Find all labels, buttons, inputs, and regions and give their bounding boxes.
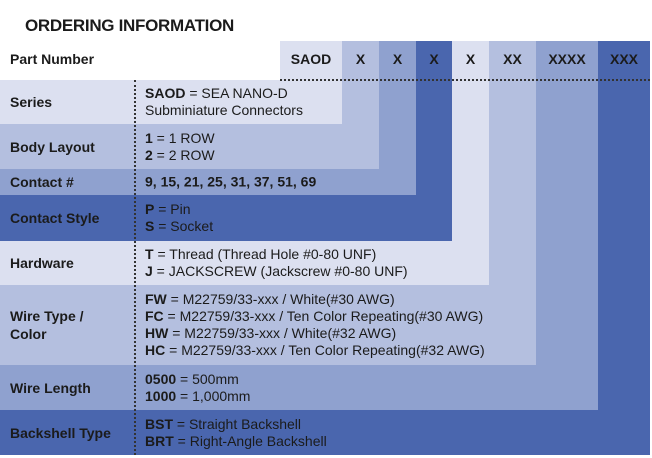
option-line: S = Socket	[145, 218, 213, 235]
part-code: XXXX	[548, 51, 586, 67]
option-line: Subminiature Connectors	[145, 102, 303, 119]
option-line: J = JACKSCREW (Jackscrew #0-80 UNF)	[145, 263, 408, 280]
option-code: 2	[145, 146, 153, 163]
option-desc: = 500mm	[176, 370, 239, 387]
row-label: Backshell Type	[10, 424, 111, 441]
option-line: P = Pin	[145, 201, 213, 218]
option-desc: = 1 ROW	[152, 129, 215, 146]
option-line: BRT = Right-Angle Backshell	[145, 433, 327, 450]
option-code: P	[145, 201, 155, 217]
part-number-label: Part Number	[10, 51, 95, 67]
option-line: BST = Straight Backshell	[145, 416, 327, 433]
option-code: HW	[145, 325, 169, 341]
option-line: T = Thread (Thread Hole #0-80 UNF)	[145, 246, 408, 263]
option-desc: = Right-Angle Backshell	[173, 432, 327, 449]
option-line: HC = M22759/33-xxx / Ten Color Repeating…	[145, 342, 485, 359]
option-code: 1000	[145, 387, 177, 404]
option-desc: = Straight Backshell	[173, 415, 302, 432]
option-desc: = M22759/33-xxx / Ten Color Repeating(#3…	[165, 342, 485, 358]
part-code: SAOD	[290, 51, 332, 67]
option-line: FW = M22759/33-xxx / White(#30 AWG)	[145, 291, 485, 308]
part-code: X	[465, 51, 476, 67]
row-options: FW = M22759/33-xxx / White(#30 AWG)FC = …	[145, 291, 485, 359]
option-code: BST	[145, 415, 173, 432]
row-label: Wire Type / Color	[10, 308, 84, 342]
option-code: FW	[145, 291, 167, 307]
option-desc: = Socket	[154, 218, 214, 234]
table-row: Wire Type / Color FW = M22759/33-xxx / Wh…	[0, 285, 536, 365]
row-label: Contact #	[10, 174, 74, 190]
row-label: Hardware	[10, 255, 74, 271]
row-label: Series	[10, 94, 53, 110]
part-code-column: XXX	[598, 41, 650, 455]
option-desc: = Thread (Thread Hole #0-80 UNF)	[153, 246, 377, 262]
option-code: SAOD	[145, 85, 186, 101]
option-desc: = Pin	[154, 201, 191, 217]
part-code: XXX	[609, 51, 638, 67]
option-desc: = SEA NANO-D	[185, 85, 288, 101]
option-line: 9, 15, 21, 25, 31, 37, 51, 69	[145, 174, 316, 191]
part-code: XX	[503, 51, 522, 67]
table-row: Hardware T = Thread (Thread Hole #0-80 UN…	[0, 241, 489, 285]
option-line: 2 = 2 ROW	[145, 147, 215, 164]
table-row: Contact # 9, 15, 21, 25, 31, 37, 51, 69	[0, 169, 416, 195]
option-code: J	[145, 263, 153, 279]
row-label: Wire Length	[10, 379, 91, 396]
option-desc: = 2 ROW	[152, 146, 215, 163]
option-desc: Subminiature Connectors	[145, 102, 303, 118]
option-code: BRT	[145, 432, 174, 449]
option-desc: = M22759/33-xxx / White(#32 AWG)	[168, 325, 397, 341]
part-code-column: XXXX	[536, 41, 598, 410]
part-code: X	[355, 51, 366, 67]
divider-vertical	[134, 80, 136, 455]
option-line: 1000 = 1,000mm	[145, 388, 250, 405]
page-title: ORDERING INFORMATION	[25, 16, 235, 35]
option-desc: = JACKSCREW (Jackscrew #0-80 UNF)	[152, 263, 408, 279]
part-code: X	[429, 51, 439, 67]
option-desc: = M22759/33-xxx / White(#30 AWG)	[166, 291, 395, 307]
row-options: T = Thread (Thread Hole #0-80 UNF)J = JA…	[145, 246, 408, 280]
row-options: 9, 15, 21, 25, 31, 37, 51, 69	[145, 174, 316, 191]
row-label: Contact Style	[10, 210, 100, 226]
option-code: FC	[145, 308, 164, 324]
divider-horizontal	[280, 79, 650, 81]
option-desc: = M22759/33-xxx / Ten Color Repeating(#3…	[163, 308, 484, 324]
option-line: 1 = 1 ROW	[145, 130, 215, 147]
option-code: 1	[145, 129, 153, 146]
option-line: HW = M22759/33-xxx / White(#32 AWG)	[145, 325, 485, 342]
option-code: S	[145, 218, 155, 234]
option-line: SAOD = SEA NANO-D	[145, 85, 303, 102]
option-code: HC	[145, 342, 166, 358]
option-desc: = 1,000mm	[176, 387, 251, 404]
option-code: 0500	[145, 370, 177, 387]
part-code: X	[392, 51, 403, 67]
option-code: 9, 15, 21, 25, 31, 37, 51, 69	[145, 173, 317, 190]
row-label: Body Layout	[10, 138, 95, 155]
option-line: 0500 = 500mm	[145, 371, 250, 388]
option-line: FC = M22759/33-xxx / Ten Color Repeating…	[145, 308, 485, 325]
option-code: T	[145, 246, 154, 262]
